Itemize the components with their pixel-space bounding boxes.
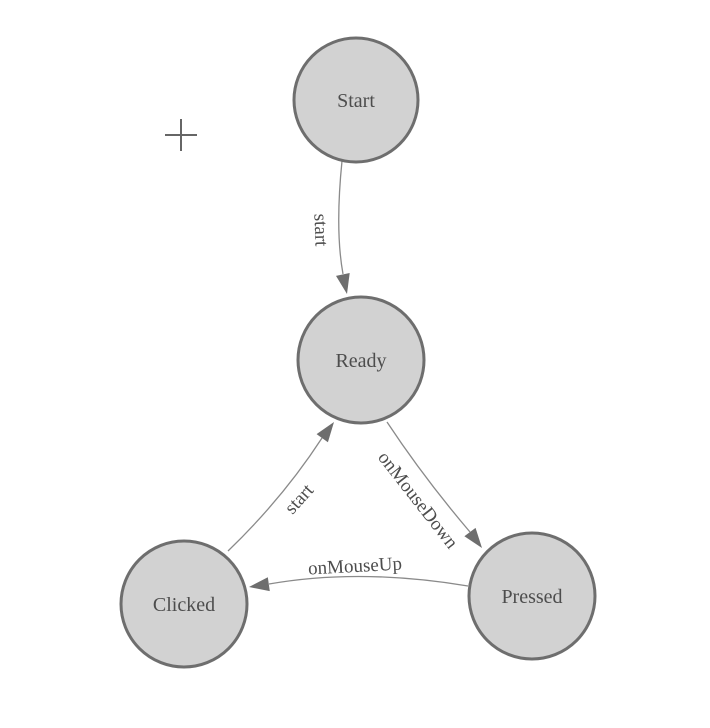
edge-line[interactable] [386, 421, 471, 533]
edge-label-clicked-to-ready: start [281, 480, 319, 519]
transition-edge-clicked-to-ready[interactable]: start [227, 418, 340, 552]
state-circle-start[interactable] [292, 36, 420, 164]
state-circle-ready[interactable] [296, 295, 426, 425]
transition-edge-ready-to-pressed[interactable]: onMouseDown [373, 421, 487, 554]
crosshair-plus-icon [165, 119, 197, 151]
arrowhead-icon [464, 527, 482, 548]
overlay-layer [165, 119, 197, 151]
state-node-pressed[interactable]: Pressed [467, 531, 597, 661]
state-circle-clicked[interactable] [119, 539, 249, 669]
state-node-clicked[interactable]: Clicked [119, 539, 249, 669]
arrowhead-icon [335, 272, 350, 294]
edge-label-start-to-ready: start [309, 213, 331, 247]
arrowhead-icon [249, 577, 270, 592]
edge-line[interactable] [227, 437, 323, 552]
edge-label-pressed-to-clicked: onMouseUp [308, 554, 403, 580]
arrowhead-icon [316, 422, 334, 443]
edge-label-ready-to-pressed: onMouseDown [373, 448, 462, 554]
state-circle-pressed[interactable] [467, 531, 597, 661]
state-node-ready[interactable]: Ready [296, 295, 426, 425]
transition-edge-pressed-to-clicked[interactable]: onMouseUp [248, 554, 469, 594]
transition-edge-start-to-ready[interactable]: start [309, 160, 353, 295]
state-node-start[interactable]: Start [292, 36, 420, 164]
edge-line[interactable] [338, 160, 344, 275]
edge-line[interactable] [268, 575, 469, 587]
